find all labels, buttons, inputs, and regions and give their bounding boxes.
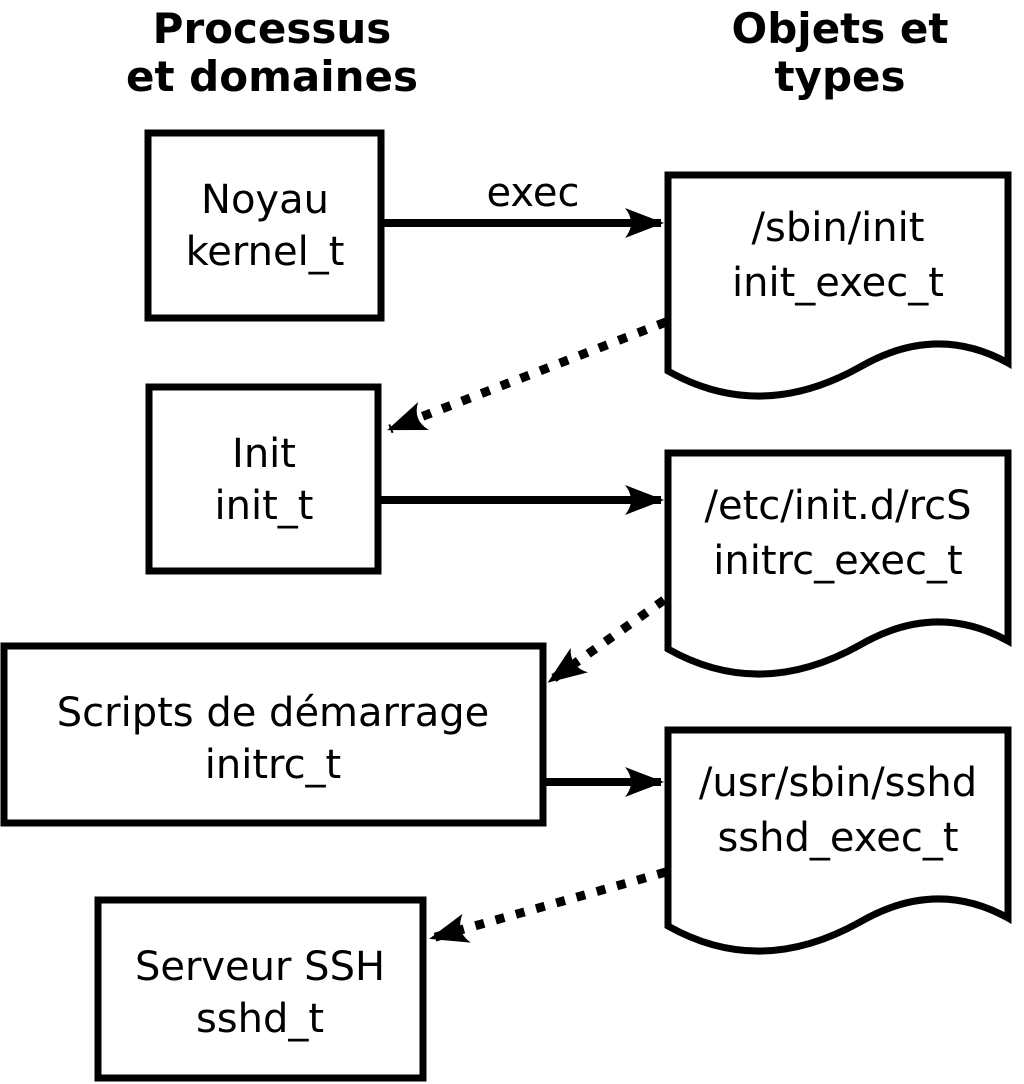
object-path-usr-sbin-sshd: /usr/sbin/sshd xyxy=(699,760,977,806)
object-path-sbin-init: /sbin/init xyxy=(752,205,925,251)
object-document-usr-sbin-sshd xyxy=(664,726,1012,955)
column-header-processes-line2: et domaines xyxy=(126,52,418,101)
column-header-objects-line2: types xyxy=(774,52,905,101)
object-type-init-exec-t: init_exec_t xyxy=(732,260,944,306)
process-domain-sshd-t: sshd_t xyxy=(196,996,324,1042)
exec-arrow-label: exec xyxy=(487,170,580,216)
object-document-etc-initd-rcs xyxy=(664,449,1012,678)
transition-arrow-initrc-exec-to-initrc-t xyxy=(547,596,667,685)
transition-arrow-sshd-exec-to-sshd-t xyxy=(429,867,668,943)
process-name-noyau: Noyau xyxy=(201,177,329,223)
column-header-objects-line1: Objets et xyxy=(732,4,949,53)
object-type-initrc-exec-t: initrc_exec_t xyxy=(713,538,962,584)
object-path-etc-initd-rcs: /etc/init.d/rcS xyxy=(704,483,971,529)
process-name-init: Init xyxy=(232,431,296,477)
process-box-noyau xyxy=(144,129,385,322)
process-domain-init-t: init_t xyxy=(215,483,314,529)
process-domain-kernel-t: kernel_t xyxy=(186,229,345,275)
process-domain-initrc-t: initrc_t xyxy=(205,742,342,788)
process-box-init xyxy=(145,383,382,575)
object-document-sbin-init xyxy=(664,171,1012,400)
process-name-scripts-demarrage: Scripts de démarrage xyxy=(57,690,489,736)
object-type-sshd-exec-t: sshd_exec_t xyxy=(717,815,958,861)
process-box-serveur-ssh xyxy=(94,896,427,1082)
process-box-scripts-demarrage xyxy=(0,642,547,827)
column-header-processes-line1: Processus xyxy=(153,4,392,53)
transition-arrow-init-exec-to-init-t xyxy=(387,317,668,434)
process-name-serveur-ssh: Serveur SSH xyxy=(135,944,385,990)
